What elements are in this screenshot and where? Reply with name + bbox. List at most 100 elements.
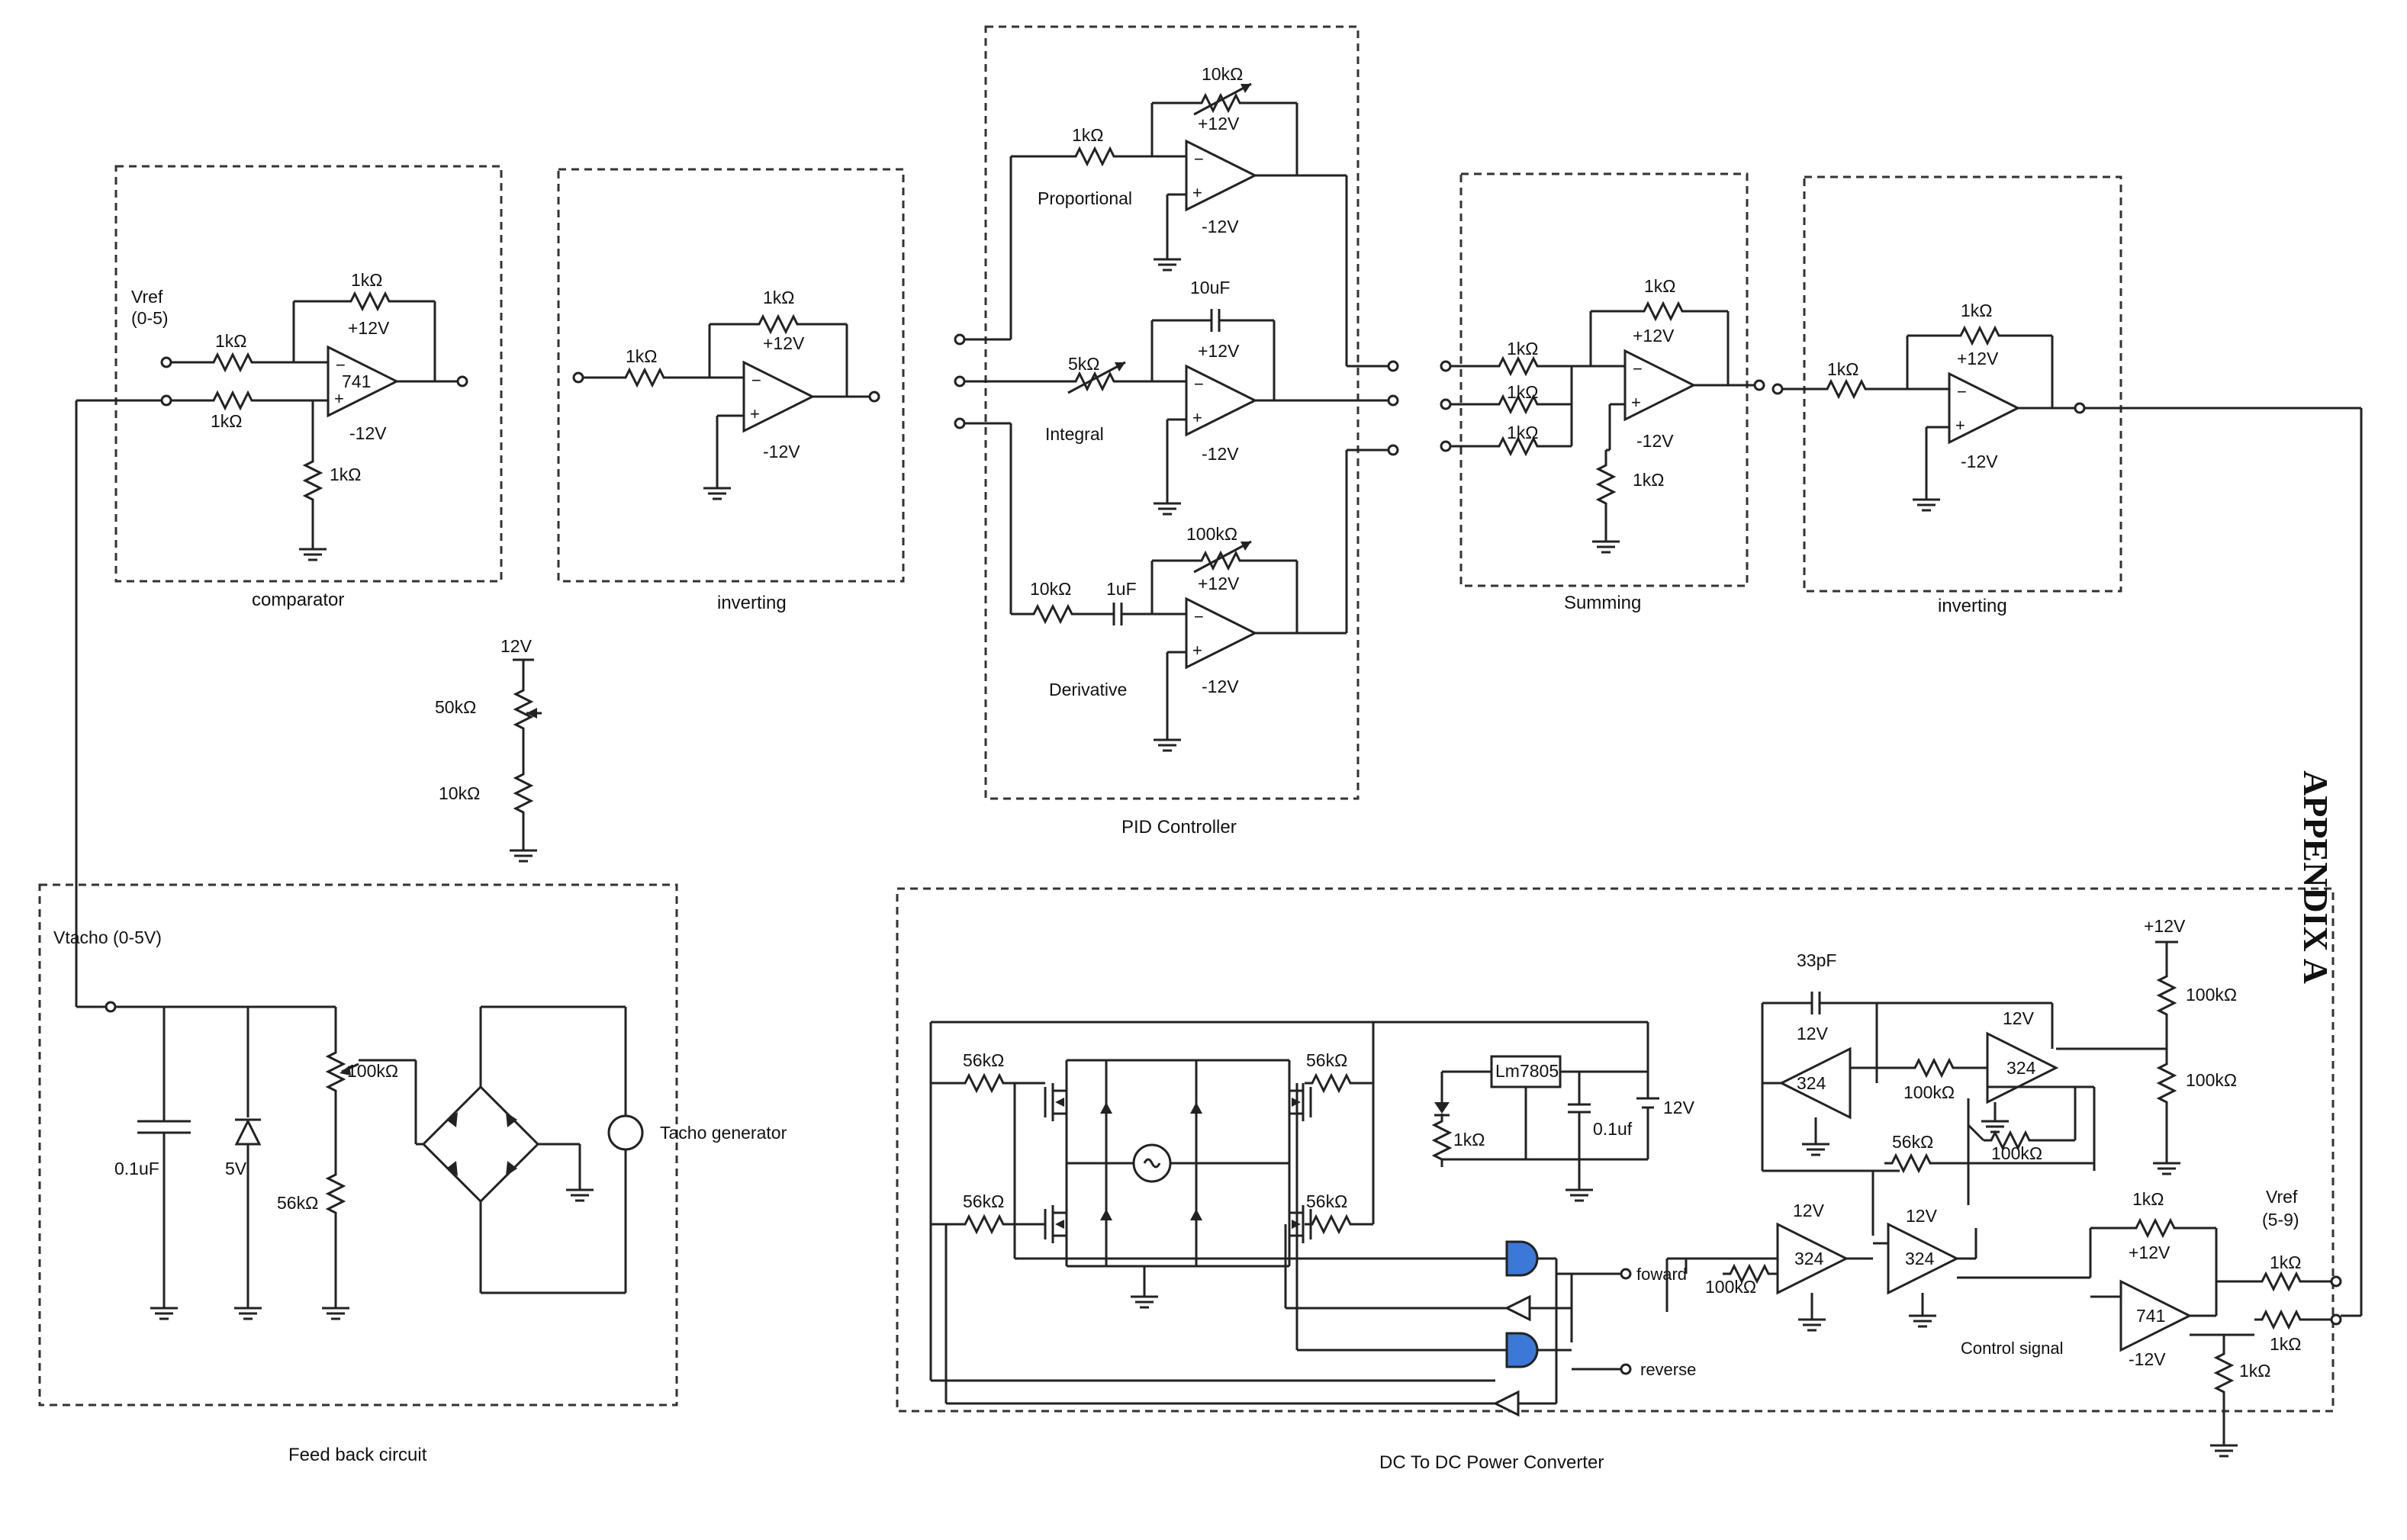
integral-opamp bbox=[1185, 365, 1257, 436]
gate-q4-label: 56kΩ bbox=[1306, 1191, 1347, 1211]
final-vminus: -12V bbox=[2129, 1349, 2166, 1369]
zener-label: 5V bbox=[225, 1159, 247, 1178]
summing-r2-label: 1kΩ bbox=[1507, 382, 1539, 402]
summing-ground-resistor bbox=[1597, 456, 1615, 513]
final-rg-label: 1kΩ bbox=[2239, 1361, 2271, 1381]
comparator-r1-label: 1kΩ bbox=[215, 331, 247, 351]
inverting-2-rf-label: 1kΩ bbox=[1961, 301, 1993, 320]
summing-input-resistor-1 bbox=[1490, 357, 1546, 375]
derivative-rin-label: 10kΩ bbox=[1030, 579, 1071, 599]
proportional-input-resistor bbox=[1067, 147, 1123, 166]
proportional-rin-label: 1kΩ bbox=[1072, 125, 1104, 145]
comparator-block: Vref (0-5) 1kΩ 1kΩ 741 +12V -12V 1kΩ 1kΩ… bbox=[114, 165, 503, 610]
proportional-opamp bbox=[1185, 140, 1257, 211]
pot-50k bbox=[514, 681, 533, 738]
pid-title: PID Controller bbox=[1121, 817, 1237, 838]
tacho-generator-label: Tacho generator bbox=[660, 1123, 787, 1143]
integral-input-pot bbox=[1067, 372, 1123, 391]
pot-supply-label: 12V bbox=[500, 636, 533, 656]
pot-10k-resistor bbox=[514, 765, 533, 821]
gate-resistor-q3 bbox=[956, 1215, 1012, 1233]
reverse-terminal bbox=[1620, 1363, 1632, 1375]
comparator-vplus: +12V bbox=[348, 318, 390, 338]
forward-terminal bbox=[1620, 1268, 1632, 1280]
inverting-1-vminus: -12V bbox=[763, 442, 800, 461]
comparator-output-terminal bbox=[456, 375, 468, 387]
inverting-2-opamp bbox=[1948, 372, 2019, 444]
and-gate-reverse bbox=[1505, 1332, 1539, 1368]
summing-output-terminal bbox=[1753, 379, 1765, 391]
proportional-feedback-pot bbox=[1192, 94, 1249, 112]
divider-resistor-top bbox=[2158, 967, 2176, 1024]
inverting-1-rin-label: 1kΩ bbox=[626, 346, 658, 366]
vtacho-terminal bbox=[105, 1001, 117, 1013]
divider-r-top-label: 100kΩ bbox=[2186, 985, 2237, 1005]
pid-boundary bbox=[984, 25, 1360, 800]
pid-output-terminal-p bbox=[1387, 360, 1399, 372]
final-rin2-label: 1kΩ bbox=[2270, 1334, 2302, 1354]
summing-boundary bbox=[1459, 172, 1749, 587]
pid-controller-block: 1kΩ +12V -12V 10kΩ Proportional 5kΩ +12V… bbox=[954, 25, 1399, 838]
derivative-vplus: +12V bbox=[1198, 574, 1240, 593]
integral-cap-label: 10uF bbox=[1190, 278, 1230, 297]
pid-output-terminal-i bbox=[1387, 394, 1399, 407]
mosfet-q2 bbox=[1289, 1083, 1312, 1121]
integral-vminus: -12V bbox=[1202, 444, 1239, 464]
proportional-rf-label: 10kΩ bbox=[1202, 64, 1243, 84]
pwm-opamp-type: 324 bbox=[1794, 1249, 1824, 1268]
gate-q1-label: 56kΩ bbox=[963, 1050, 1004, 1070]
appendix-caption: APPENDIX A bbox=[2296, 770, 2335, 984]
final-rin1-label: 1kΩ bbox=[2270, 1252, 2302, 1272]
osc-opamp1-supply: 12V bbox=[1797, 1024, 1829, 1043]
inverting-1-title: inverting bbox=[717, 593, 787, 613]
inverting-1-output-terminal bbox=[868, 391, 880, 403]
osc-r100k-b-label: 100kΩ bbox=[1991, 1143, 2042, 1163]
inverting-1-feedback-resistor bbox=[750, 315, 806, 333]
reverse-label: reverse bbox=[1640, 1360, 1696, 1379]
pid-output-terminal-d bbox=[1387, 444, 1399, 456]
pwm-opamp-supply: 12V bbox=[1793, 1201, 1825, 1220]
final-input-resistor-vref bbox=[2253, 1272, 2309, 1291]
buffer-opamp-supply: 12V bbox=[1906, 1206, 1938, 1226]
inverting-1-opamp bbox=[742, 361, 814, 432]
integral-rin-label: 5kΩ bbox=[1068, 354, 1100, 374]
comparator-feedback-resistor bbox=[342, 292, 398, 310]
summing-r3-label: 1kΩ bbox=[1507, 423, 1539, 442]
inverting-2-input-resistor bbox=[1818, 380, 1874, 398]
feedback-boundary bbox=[38, 883, 678, 1407]
comparator-opamp-type: 741 bbox=[342, 371, 371, 391]
battery-label: 12V bbox=[1663, 1098, 1695, 1117]
buffer-opamp-type: 324 bbox=[1905, 1249, 1935, 1268]
derivative-feedback-pot bbox=[1192, 551, 1249, 570]
summing-r1-label: 1kΩ bbox=[1507, 339, 1539, 358]
regulator-cap-label: 0.1uf bbox=[1593, 1119, 1633, 1139]
comparator-r2-label: 1kΩ bbox=[211, 411, 243, 431]
control-buffer-opamp bbox=[1887, 1222, 1960, 1295]
gate-resistor-q4 bbox=[1303, 1215, 1360, 1233]
comparator-ground-resistor bbox=[304, 452, 322, 509]
summing-block: 1kΩ 1kΩ 1kΩ +12V -12V 1kΩ 1kΩ Summing bbox=[1440, 172, 1765, 613]
pot-50k-label: 50kΩ bbox=[435, 697, 476, 717]
tacho-generator-symbol bbox=[607, 1114, 644, 1151]
derivative-label: Derivative bbox=[1049, 680, 1127, 699]
gate-q2-label: 56kΩ bbox=[1306, 1050, 1347, 1070]
summing-input-terminal-3 bbox=[1440, 440, 1452, 452]
feedback-pot-label: 100kΩ bbox=[347, 1061, 398, 1081]
final-vplus: +12V bbox=[2129, 1243, 2170, 1262]
control-input-terminal bbox=[2330, 1313, 2342, 1326]
pot-10k-label: 10kΩ bbox=[439, 783, 480, 803]
derivative-input-resistor bbox=[1025, 605, 1081, 623]
vref-range-label: (0-5) bbox=[131, 308, 169, 328]
converter-boundary bbox=[896, 887, 2335, 1413]
gate-resistor-q1 bbox=[956, 1074, 1012, 1092]
feedback-cap-label: 0.1uF bbox=[114, 1159, 159, 1178]
final-opamp-741 bbox=[2119, 1279, 2193, 1352]
feedback-title: Feed back circuit bbox=[288, 1445, 427, 1465]
summing-input-terminal-2 bbox=[1440, 398, 1452, 410]
comparator-rg-label: 1kΩ bbox=[330, 465, 362, 484]
forward-label: foward bbox=[1636, 1265, 1687, 1284]
inverting-2-feedback-resistor bbox=[1952, 326, 2008, 345]
inverting-block-2: 1kΩ +12V -12V 1kΩ inverting bbox=[1771, 175, 2122, 616]
summing-title: Summing bbox=[1564, 593, 1641, 613]
